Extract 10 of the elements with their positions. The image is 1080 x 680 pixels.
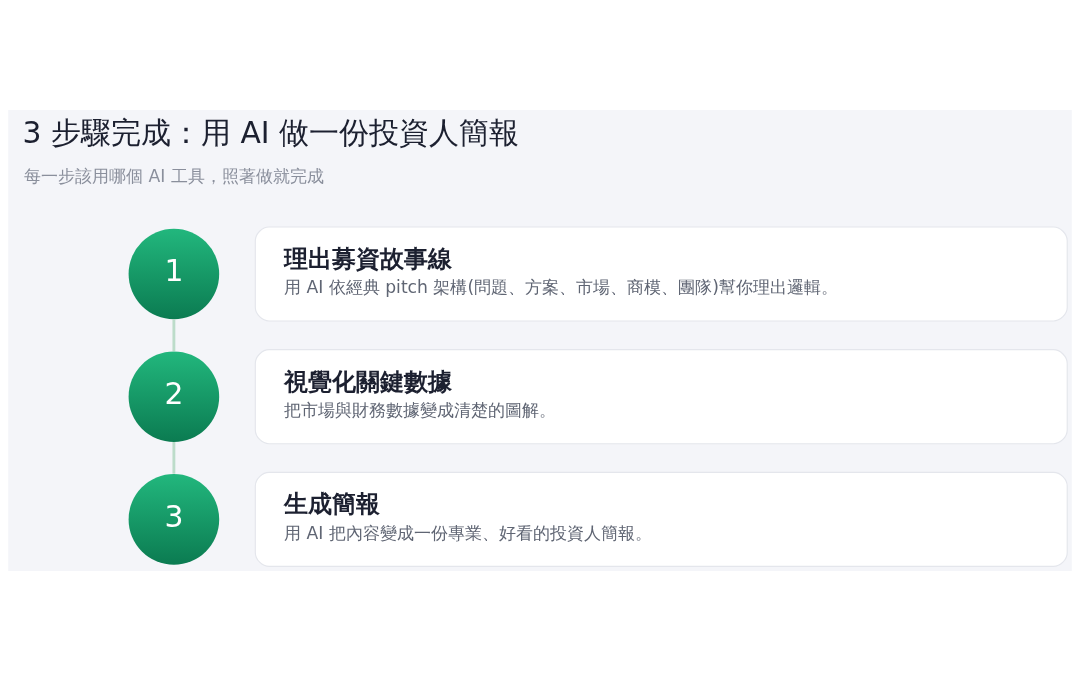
connector bbox=[172, 318, 176, 351]
node-circle: 2 bbox=[128, 350, 220, 442]
node-circle: 3 bbox=[128, 473, 220, 565]
connector bbox=[172, 441, 176, 474]
label: 每一步該用哪個 AI 工具，照著做就完成 bbox=[24, 165, 324, 186]
node-circle: 1 bbox=[128, 228, 220, 319]
diagram-title: 3 步驟完成：用 AI 做一份投資人簡報 bbox=[22, 114, 520, 150]
node-box: 理出募資故事線 用 AI 依經典 pitch 架構(問題、方案、市場、商模、團隊)幫你理出邏輯。 bbox=[254, 225, 1068, 322]
node-box: 視覺化關鍵數據 把市場與財務數據變成清楚的圖解。 bbox=[254, 348, 1068, 444]
node-box: 生成簡報 用 AI 把內容變成一份專業、好看的投資人簡報。 bbox=[254, 471, 1068, 567]
